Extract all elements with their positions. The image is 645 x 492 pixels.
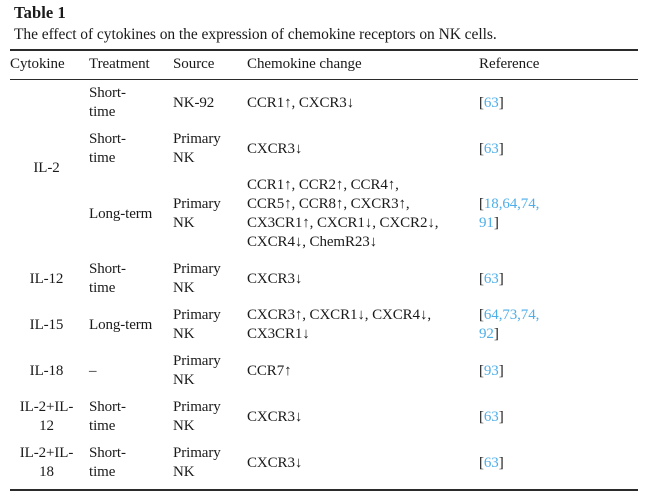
table-label: Table 1 bbox=[14, 3, 66, 22]
reference-bracket-open: [ bbox=[479, 94, 484, 111]
reference-bracket-close: ] bbox=[493, 215, 499, 231]
reference-bracket-close: ] bbox=[498, 454, 504, 471]
reference-link[interactable]: 93 bbox=[483, 362, 499, 379]
table-header-row: Cytokine Treatment Source Chemokine chan… bbox=[10, 49, 638, 80]
cell-treatment: Short- time bbox=[89, 131, 126, 166]
cell-source: Primary NK bbox=[173, 261, 221, 296]
cell-cytokine: IL-15 bbox=[29, 316, 64, 333]
cell-reference: [18,64,74, 91] bbox=[479, 172, 638, 256]
table-row: IL-12 Short- time Primary NK CXCR3↓ [63] bbox=[10, 256, 638, 302]
reference-link[interactable]: 63 bbox=[483, 140, 499, 157]
reference-bracket-open: [ bbox=[479, 454, 484, 471]
reference-link[interactable]: 18,64,74, 91 bbox=[479, 196, 540, 231]
cell-treatment: Long-term bbox=[89, 205, 153, 222]
table-row: IL-15 Long-term Primary NK CXCR3↑, CXCR1↓, … bbox=[10, 302, 638, 348]
cell-treatment: Short- time bbox=[89, 261, 126, 296]
table-row: IL-18 – Primary NK CCR7↑ [93] bbox=[10, 348, 638, 394]
cell-treatment: Short- time bbox=[89, 440, 173, 491]
reference-link[interactable]: 64,73,74, 92 bbox=[479, 307, 540, 342]
cell-chemokine-change: CCR1↑, CXCR3↓ bbox=[247, 94, 355, 111]
column-header-chemokine-change: Chemokine change bbox=[247, 49, 479, 80]
cell-reference: [63] bbox=[479, 256, 638, 302]
reference-bracket-close: ] bbox=[493, 326, 499, 342]
table-row: Long-term Primary NK CCR1↑, CCR2↑, CCR4↑, … bbox=[10, 172, 638, 256]
reference-link[interactable]: 63 bbox=[483, 408, 499, 425]
cell-reference: [63] bbox=[479, 440, 638, 491]
reference-bracket-open: [ bbox=[479, 362, 484, 379]
table-row: IL-2+IL- 12 Short- time Primary NK CXCR3↓ [6… bbox=[10, 394, 638, 440]
cell-treatment: Short- time bbox=[89, 85, 126, 120]
cell-source: Primary NK bbox=[173, 440, 247, 491]
cell-cytokine: IL-12 bbox=[29, 270, 64, 287]
cell-reference: [63] bbox=[479, 126, 638, 172]
cell-treatment: Long-term bbox=[89, 316, 153, 333]
reference-bracket-close: ] bbox=[498, 270, 504, 287]
cell-cytokine: IL-18 bbox=[29, 362, 64, 379]
reference-bracket-close: ] bbox=[498, 408, 504, 425]
reference-bracket-open: [ bbox=[479, 270, 484, 287]
cell-chemokine-change: CXCR3↓ bbox=[247, 140, 303, 157]
column-header-source: Source bbox=[173, 49, 247, 80]
cell-source: NK-92 bbox=[173, 94, 215, 111]
cell-reference: [93] bbox=[479, 348, 638, 394]
reference-link[interactable]: 63 bbox=[483, 270, 499, 287]
table-header: Cytokine Treatment Source Chemokine chan… bbox=[10, 49, 638, 80]
cell-cytokine: IL-2 bbox=[33, 159, 60, 176]
reference-bracket-close: ] bbox=[498, 94, 504, 111]
cell-source: Primary NK bbox=[173, 131, 221, 166]
reference-bracket-open: [ bbox=[479, 408, 484, 425]
cell-chemokine-change: CCR7↑ bbox=[247, 362, 292, 379]
column-header-reference: Reference bbox=[479, 49, 638, 80]
table-caption: The effect of cytokines on the expressio… bbox=[14, 26, 497, 43]
column-header-treatment: Treatment bbox=[89, 49, 173, 80]
cell-source: Primary NK bbox=[173, 353, 221, 388]
cell-source: Primary NK bbox=[173, 196, 221, 231]
reference-bracket-open: [ bbox=[479, 307, 484, 323]
cell-chemokine-change: CXCR3↓ bbox=[247, 408, 303, 425]
cell-chemokine-change: CCR1↑, CCR2↑, CCR4↑, CCR5↑, CCR8↑, CXCR3… bbox=[247, 177, 439, 250]
cell-source: Primary NK bbox=[173, 307, 221, 342]
table-row: IL-2 Short- time NK-92 CCR1↑, CXCR3↓ [63] bbox=[10, 80, 638, 176]
cytokine-chemokine-table: Cytokine Treatment Source Chemokine chan… bbox=[10, 49, 638, 491]
cell-treatment: Short- time bbox=[89, 399, 126, 434]
cell-cytokine: IL-2+IL- 18 bbox=[10, 440, 89, 491]
cell-reference: [63] bbox=[479, 80, 638, 127]
cell-source: Primary NK bbox=[173, 399, 221, 434]
cell-reference: [64,73,74, 92] bbox=[479, 302, 638, 348]
table-row: Short- time Primary NK CXCR3↓ [63] bbox=[10, 126, 638, 172]
reference-link[interactable]: 63 bbox=[483, 454, 499, 471]
reference-bracket-close: ] bbox=[498, 140, 504, 157]
reference-bracket-open: [ bbox=[479, 196, 484, 212]
cell-chemokine-change: CXCR3↓ bbox=[247, 270, 303, 287]
column-header-cytokine: Cytokine bbox=[10, 49, 89, 80]
reference-bracket-open: [ bbox=[479, 140, 484, 157]
cell-chemokine-change: CXCR3↑, CXCR1↓, CXCR4↓, CX3CR1↓ bbox=[247, 307, 431, 342]
reference-bracket-close: ] bbox=[498, 362, 504, 379]
cell-reference: [63] bbox=[479, 394, 638, 440]
cell-treatment: – bbox=[89, 362, 97, 379]
reference-link[interactable]: 63 bbox=[483, 94, 499, 111]
cell-chemokine-change: CXCR3↓ bbox=[247, 440, 479, 491]
cell-cytokine: IL-2+IL- 12 bbox=[19, 399, 74, 434]
